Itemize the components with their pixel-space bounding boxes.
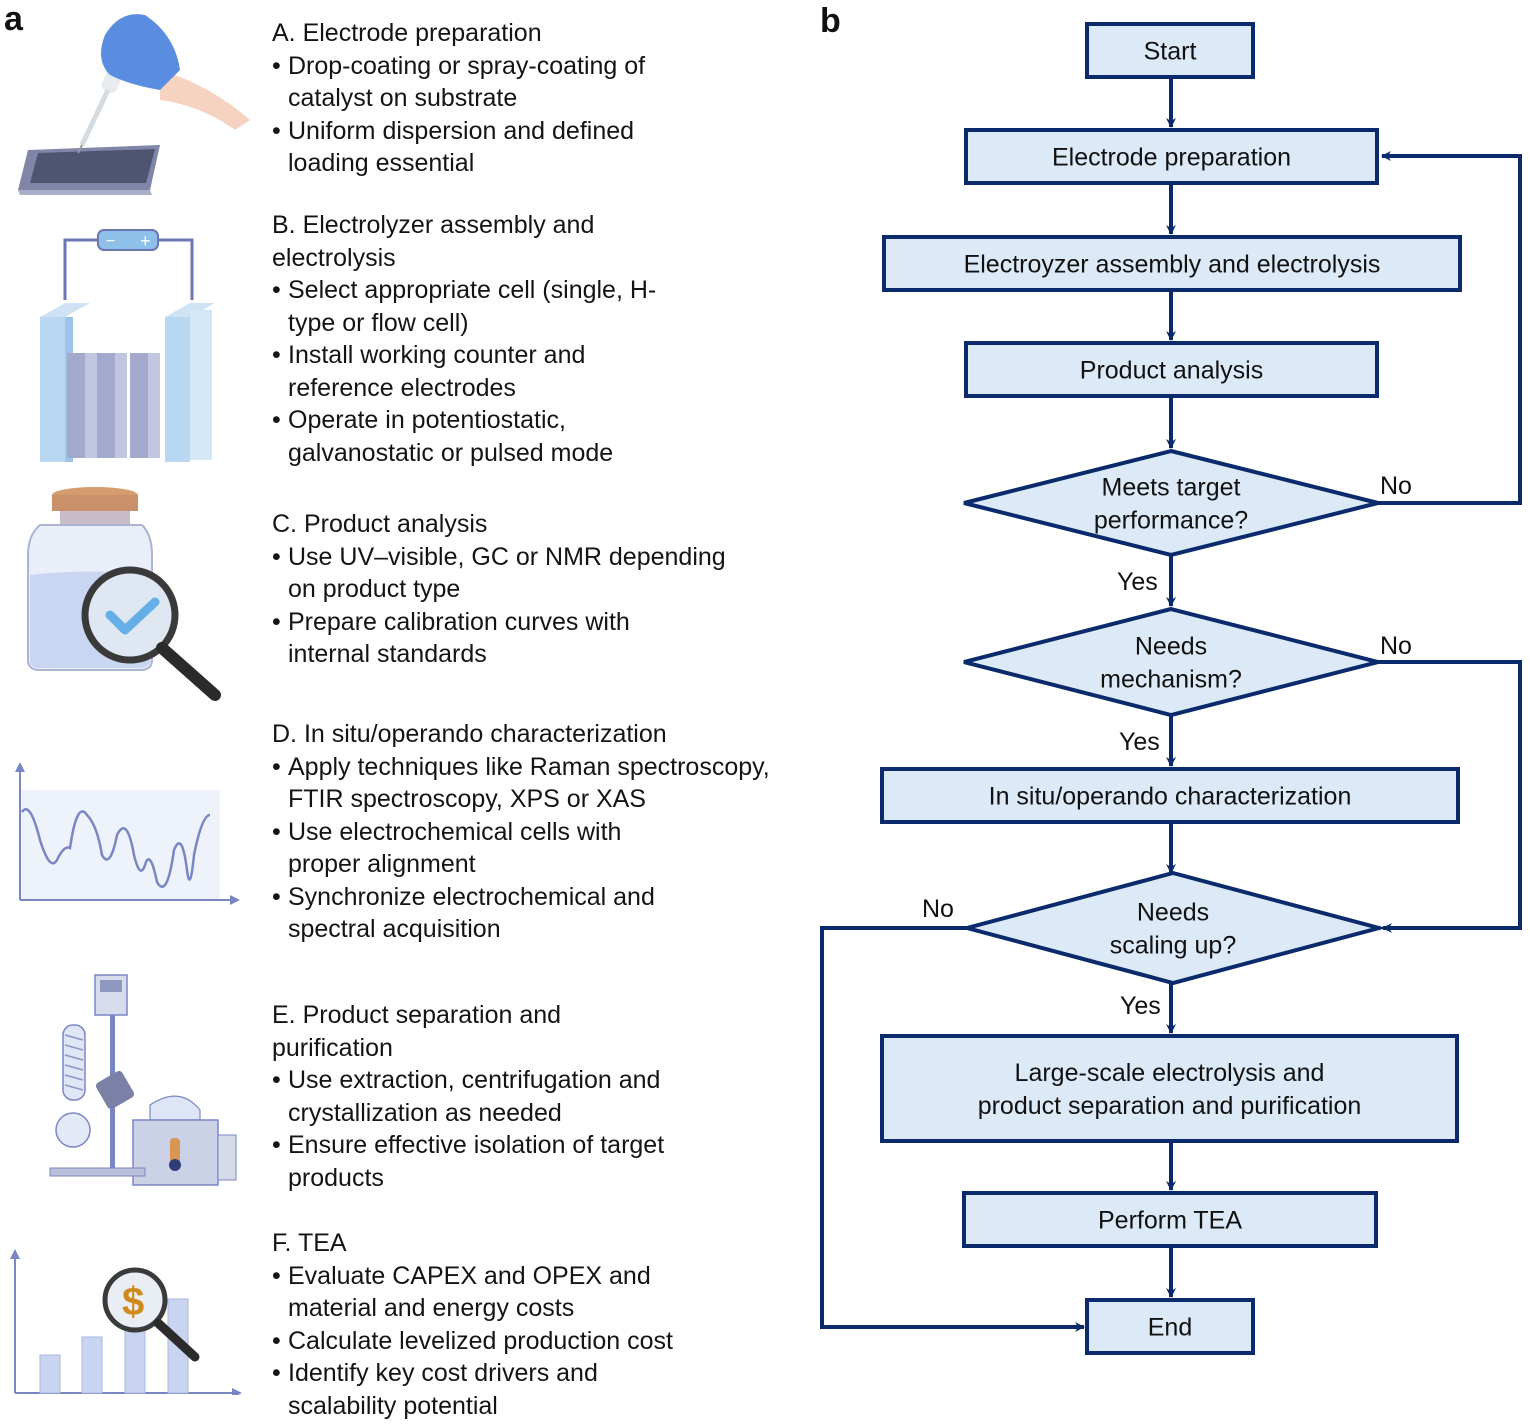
- step-bullet: Calculate levelized production cost: [272, 1325, 673, 1358]
- step-title: C. Product analysis: [272, 510, 488, 538]
- edge-label-scaling-no: No: [922, 895, 954, 923]
- node-label: scaling up?: [1110, 932, 1236, 960]
- panel-label-a: a: [4, 0, 23, 38]
- electrolyzer-cell-icon: − +: [40, 229, 215, 462]
- process-box: [880, 1034, 1459, 1143]
- flow-node-largescale: Large-scale electrolysis and product sepa…: [880, 1034, 1459, 1143]
- node-label: Needs: [1137, 899, 1209, 927]
- flow-node-end: End: [1085, 1298, 1255, 1355]
- process-box: [964, 341, 1379, 398]
- flow-node-electrolyzer: Electroyzer assembly and electrolysis: [882, 235, 1462, 292]
- edge-scaling-no: [820, 926, 1085, 1332]
- flow-node-start: Start: [1085, 22, 1255, 79]
- svg-text:−: −: [106, 233, 115, 250]
- node-label: performance?: [1094, 507, 1248, 535]
- step-title: D. In situ/operando characterization: [272, 720, 667, 748]
- node-label: Needs: [1135, 633, 1207, 661]
- flow-node-mechanism: Needs mechanism?: [963, 606, 1379, 718]
- step-bullet: Operate in potentiostatic,galvanostatic …: [272, 404, 656, 469]
- process-box: [964, 128, 1379, 185]
- edge-meets-no: [1376, 151, 1522, 505]
- edge-label-mechanism-no: No: [1380, 632, 1412, 660]
- jar-magnifier-icon: [27, 487, 221, 701]
- flow-node-analysis: Product analysis: [964, 341, 1379, 398]
- step-bullet: Prepare calibration curves withinternal …: [272, 606, 726, 671]
- decision-diamond: [959, 870, 1387, 986]
- node-label: Meets target: [1102, 474, 1241, 502]
- node-label: In situ/operando characterization: [989, 783, 1352, 811]
- step-electrode-preparation: A. Electrode preparation Drop-coating or…: [272, 17, 645, 180]
- svg-text:+: +: [140, 231, 151, 251]
- node-label: mechanism?: [1100, 666, 1242, 694]
- step-title: F. TEA: [272, 1229, 347, 1257]
- flow-node-electrode: Electrode preparation: [964, 128, 1379, 185]
- step-bullet: Synchronize electrochemical andspectral …: [272, 881, 770, 946]
- process-box: [1085, 22, 1255, 79]
- panel-label-b: b: [820, 2, 841, 40]
- node-label: product separation and purification: [978, 1092, 1362, 1120]
- decision-diamond: [963, 606, 1379, 718]
- node-label: Product analysis: [1080, 357, 1263, 385]
- cost-chart-magnifier-icon: $: [10, 1249, 242, 1395]
- step-bullet: Use extraction, centrifugation andcrysta…: [272, 1064, 664, 1129]
- step-product-analysis: C. Product analysis Use UV–visible, GC o…: [272, 508, 726, 671]
- edge-mechanism-no: [1376, 660, 1522, 933]
- pipette-electrode-icon: [18, 14, 250, 195]
- step-in-situ-characterization: D. In situ/operando characterization App…: [272, 718, 770, 946]
- node-label: End: [1148, 1314, 1192, 1342]
- svg-text:$: $: [122, 1280, 144, 1324]
- edge-label-meets-no: No: [1380, 472, 1412, 500]
- step-bullet: Select appropriate cell (single, H-type …: [272, 274, 656, 339]
- spectrum-plot-icon: [15, 762, 240, 905]
- step-bullet: Ensure effective isolation of targetprod…: [272, 1129, 664, 1194]
- rotary-evaporator-icon: [49, 974, 237, 1186]
- process-box: [880, 767, 1460, 824]
- process-box: [962, 1191, 1378, 1248]
- node-label: Large-scale electrolysis and: [1015, 1059, 1325, 1087]
- step-bullet: Drop-coating or spray-coating ofcatalyst…: [272, 50, 645, 115]
- process-box: [1085, 1298, 1255, 1355]
- edge-label-meets-yes: Yes: [1117, 568, 1158, 596]
- step-bullet: Apply techniques like Raman spectroscopy…: [272, 751, 770, 816]
- node-label: Start: [1144, 38, 1197, 66]
- edge-label-scaling-yes: Yes: [1120, 992, 1161, 1020]
- node-label: Electrode preparation: [1052, 144, 1291, 172]
- flow-node-tea: Perform TEA: [962, 1191, 1378, 1248]
- step-title: A. Electrode preparation: [272, 19, 542, 47]
- node-label: Perform TEA: [1098, 1207, 1242, 1235]
- step-tea: F. TEA Evaluate CAPEX and OPEX andmateri…: [272, 1227, 673, 1422]
- step-bullet: Identify key cost drivers andscalability…: [272, 1357, 673, 1422]
- flow-node-meets: Meets target performance?: [963, 448, 1379, 558]
- process-box: [882, 235, 1462, 292]
- edge-label-mechanism-yes: Yes: [1119, 728, 1160, 756]
- flow-node-scaling: Needs scaling up?: [959, 870, 1387, 986]
- node-label: Electroyzer assembly and electrolysis: [964, 251, 1381, 279]
- flow-node-insitu: In situ/operando characterization: [880, 767, 1460, 824]
- decision-diamond: [963, 448, 1379, 558]
